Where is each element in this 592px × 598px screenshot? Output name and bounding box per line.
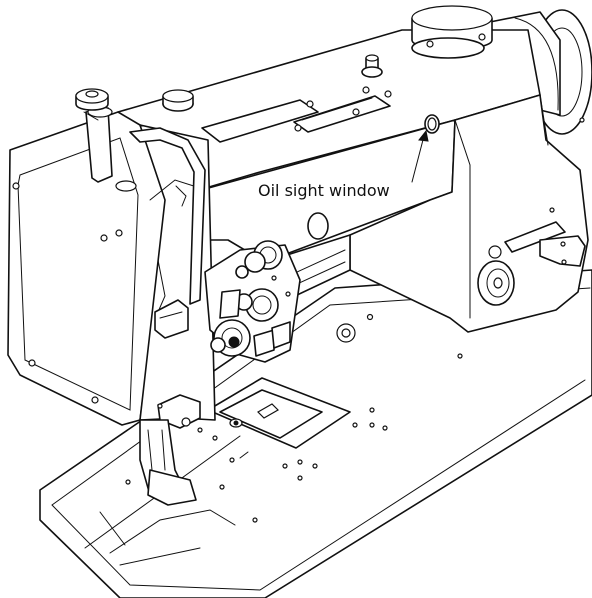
oil-sight-window xyxy=(424,114,440,134)
callout-leader-line xyxy=(411,135,425,183)
stitch-dial-cluster xyxy=(204,240,301,363)
arm-port xyxy=(307,212,329,240)
presser-foot xyxy=(139,299,201,506)
top-cover-plates xyxy=(201,86,392,143)
bed-holes xyxy=(125,313,463,523)
thread-guide-bar xyxy=(129,127,206,305)
side-knob xyxy=(477,117,586,306)
oil-sight-window-label: Oil sight window xyxy=(256,181,392,201)
spool-pin xyxy=(75,88,137,192)
needle-plate xyxy=(207,377,351,459)
top-dial xyxy=(411,5,493,59)
callout-arrowhead xyxy=(418,129,429,142)
